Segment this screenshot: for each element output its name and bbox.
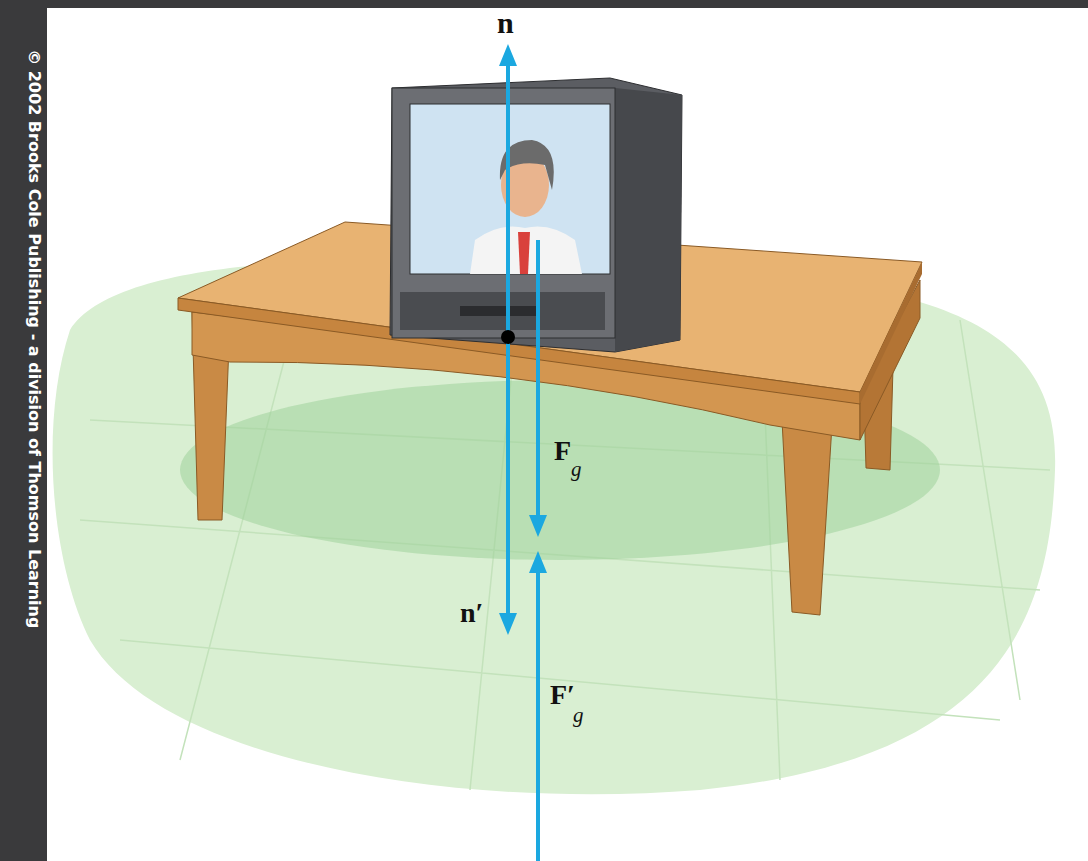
tv-front: [392, 88, 615, 338]
table-edge: [178, 298, 860, 404]
screen-person: [470, 227, 582, 275]
force-label: n′: [460, 598, 483, 629]
contact-point: [501, 330, 515, 344]
copyright-note: © 2002 Brooks Cole Publishing - a divisi…: [25, 9, 43, 669]
force-subscript: g: [571, 458, 582, 481]
table-edge: [860, 262, 922, 404]
force-label: F′: [550, 680, 575, 711]
force-subscript: g: [573, 704, 584, 727]
tv-panel: [400, 292, 605, 330]
table-top: [178, 222, 922, 392]
screen-person: [518, 232, 530, 274]
force-label: n: [497, 6, 514, 39]
tv-slot: [460, 306, 540, 316]
force-vectors: [499, 44, 547, 861]
tv-side: [615, 88, 682, 352]
ground: [47, 8, 1088, 861]
floor-tiles: [80, 290, 1050, 790]
table-leg: [782, 420, 832, 615]
force-label: F: [554, 436, 571, 467]
